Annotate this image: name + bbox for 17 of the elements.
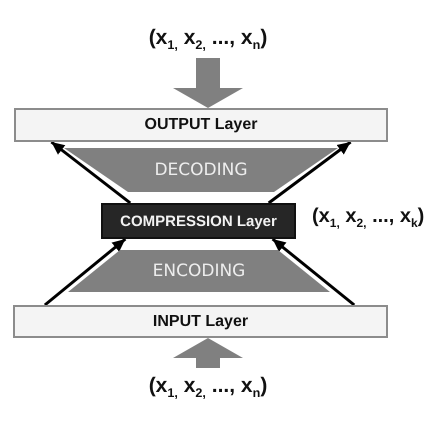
arrow <box>268 140 352 204</box>
vector-label: (x$_{1,}$ x$_{2,}$ ..., x$_{n}$) <box>148 26 268 52</box>
layer-label: COMPRESSION Layer <box>120 212 277 230</box>
arrow <box>44 238 126 306</box>
vector-label: (x$_{1,}$ x$_{2,}$ ..., x$_{k}$) <box>312 205 424 230</box>
block-arrow <box>173 338 243 368</box>
layer-label: OUTPUT Layer <box>144 116 258 134</box>
layer-box <box>101 203 296 239</box>
arrow <box>272 238 356 306</box>
layer-label: INPUT Layer <box>152 312 248 330</box>
stage-label: DECODING <box>154 160 248 180</box>
layer-box <box>13 305 388 338</box>
stage-label: ENCODING <box>152 261 246 281</box>
block-arrow <box>173 58 243 108</box>
vector-label: (x$_{1,}$ x$_{2,}$ ..., x$_{n}$) <box>148 374 268 400</box>
arrow <box>50 140 132 204</box>
layer-box <box>14 108 388 142</box>
